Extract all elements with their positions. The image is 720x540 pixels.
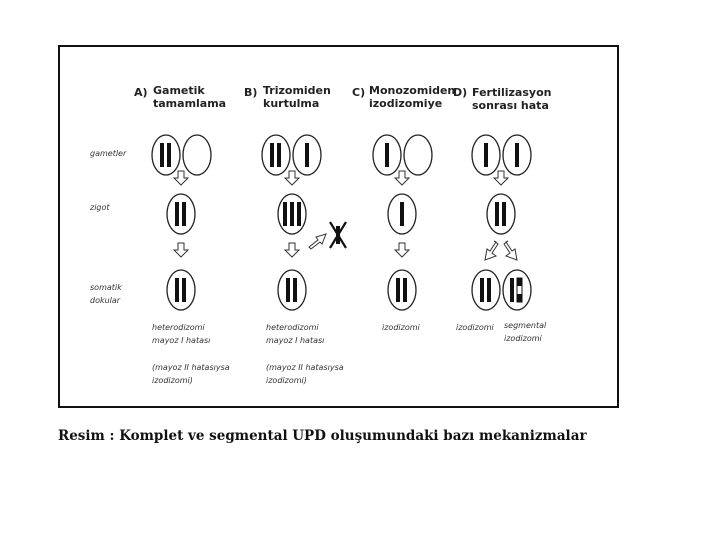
chromosome: [175, 202, 179, 226]
column-d-note-extra-2: izodizomi: [504, 334, 543, 343]
column-c-title-line1: Monozomiden: [369, 84, 455, 97]
chromosome: [182, 202, 186, 226]
column-d-gametes: [471, 134, 532, 176]
column-b-notes: heterodizomi mayoz I hatası (mayoz II ha…: [266, 323, 344, 385]
chromosome: [305, 143, 309, 167]
column-d-note-extra-1: segmental: [504, 321, 547, 330]
chromosome: [160, 143, 164, 167]
column-b-gametes: [261, 134, 322, 176]
figure-caption: Resim : Komplet ve segmental UPD oluşumu…: [58, 428, 587, 444]
column-c-note-1: izodizomi: [382, 323, 421, 332]
zygote-cell: [486, 193, 516, 235]
chromosome: [400, 202, 404, 226]
gamete-cell: [403, 134, 433, 176]
chromosome-segment: [517, 278, 522, 286]
lost-chromosome-x-icon: [329, 221, 347, 249]
column-a-note-1: heterodizomi: [152, 323, 205, 332]
chromosome-segment: [517, 294, 522, 302]
row-label-zygote: zigot: [89, 203, 110, 212]
chromosome: [396, 278, 400, 302]
down-left-arrow-icon: [484, 240, 499, 261]
column-d-somatic-cell-left: [471, 269, 501, 311]
column-b-note-4: (mayoz II hatasıysa: [266, 363, 344, 372]
chromosome: [286, 278, 290, 302]
column-a-zygote: [166, 193, 196, 235]
chromosome: [270, 143, 274, 167]
row-label-gametes: gametler: [90, 149, 127, 158]
chromosome: [495, 202, 499, 226]
column-c-header: C) Monozomiden izodizomiye: [352, 84, 455, 110]
column-d-title-line1: Fertilizasyon: [472, 86, 551, 99]
column-b-note-5: izodizomi): [266, 376, 307, 385]
chromosome: [385, 143, 389, 167]
column-b-zygote: [277, 193, 307, 235]
column-d-zygote: [486, 193, 516, 235]
column-b-note-1: heterodizomi: [266, 323, 319, 332]
row-label-somatic-line2: dokular: [90, 296, 121, 305]
column-d-note-1: izodizomi: [456, 323, 495, 332]
column-d-title-line2: sonrası hata: [472, 99, 549, 112]
column-b-title-line2: kurtulma: [263, 97, 319, 110]
down-right-arrow-icon: [503, 240, 518, 261]
chromosome: [297, 202, 301, 226]
column-a-gametes: [151, 134, 212, 176]
chromosome: [487, 278, 491, 302]
chromosome: [283, 202, 287, 226]
somatic-cell: [387, 269, 417, 311]
chromosome: [293, 278, 297, 302]
column-d-letter: D): [453, 86, 467, 99]
column-c-somatic-cell: [387, 269, 417, 311]
chromosome: [175, 278, 179, 302]
somatic-cell: [277, 269, 307, 311]
column-a-note-2: mayoz I hatası: [152, 336, 210, 345]
somatic-cell: [471, 269, 501, 311]
column-d-somatic-cell-right: [502, 269, 532, 311]
chromosome: [167, 143, 171, 167]
chromosome: [502, 202, 506, 226]
row-label-somatic-line1: somatik: [90, 283, 122, 292]
column-b-letter: B): [244, 86, 257, 99]
gamete-cell: [151, 134, 181, 176]
column-a-header: A) Gametik tamamlama: [134, 84, 226, 110]
chromosome: [480, 278, 484, 302]
column-a-somatic-cell: [166, 269, 196, 311]
column-a-title-line1: Gametik: [153, 84, 205, 97]
column-b-somatic-cell: [277, 269, 307, 311]
column-c-letter: C): [352, 86, 365, 99]
somatic-cell: [166, 269, 196, 311]
column-c-gametes: [372, 134, 433, 176]
chromosome: [290, 202, 294, 226]
zygote-cell: [166, 193, 196, 235]
column-b-title-line1: Trizomiden: [263, 84, 331, 97]
chromosome: [182, 278, 186, 302]
chromosome: [403, 278, 407, 302]
column-a-notes: heterodizomi mayoz I hatası (mayoz II ha…: [152, 323, 230, 385]
column-c-zygote: [387, 193, 417, 235]
column-c-title-line2: izodizomiye: [369, 97, 442, 110]
chromosome: [515, 143, 519, 167]
diagonal-arrow-icon: [308, 233, 327, 250]
chromosome: [484, 143, 488, 167]
column-d-header: D) Fertilizasyon sonrası hata: [453, 86, 551, 112]
gamete-cell: [182, 134, 212, 176]
gamete-cell: [261, 134, 291, 176]
column-a-note-4: (mayoz II hatasıysa: [152, 363, 230, 372]
chromosome: [510, 278, 514, 302]
column-a-note-5: izodizomi): [152, 376, 193, 385]
chromosome: [277, 143, 281, 167]
column-a-title-line2: tamamlama: [153, 97, 226, 110]
column-a-letter: A): [134, 86, 148, 99]
column-b-header: B) Trizomiden kurtulma: [244, 84, 331, 110]
column-b-note-2: mayoz I hatası: [266, 336, 324, 345]
